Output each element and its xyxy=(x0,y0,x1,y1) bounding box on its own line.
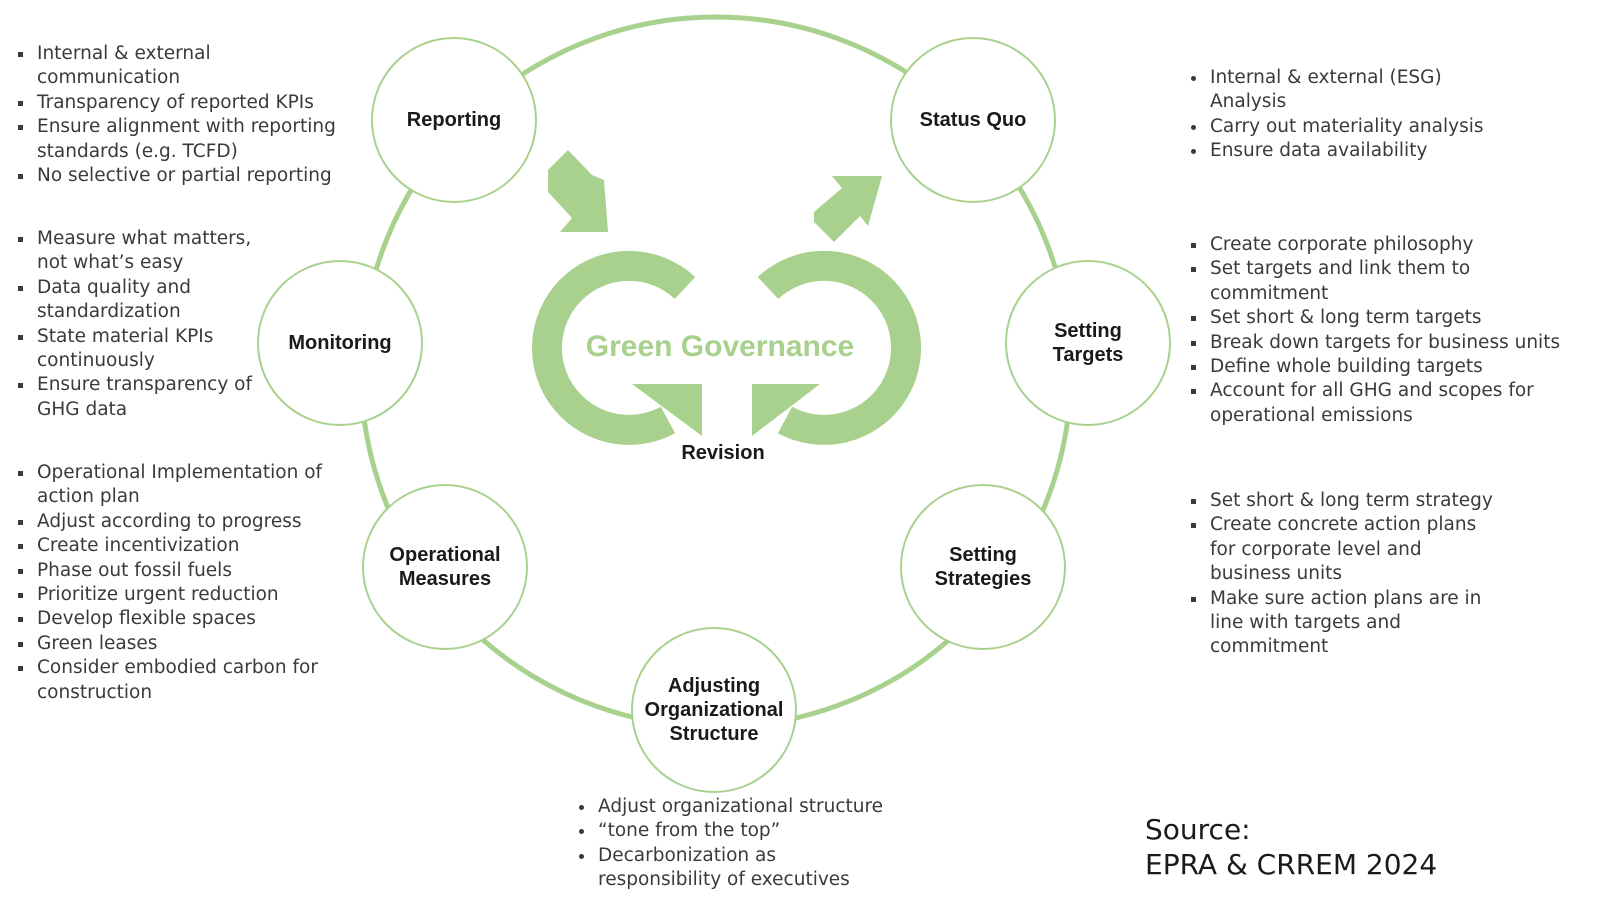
list-item: Ensure data availability xyxy=(1188,139,1568,163)
node-status-quo[interactable]: Status Quo xyxy=(890,37,1056,203)
list-item: Adjust organizational structure xyxy=(576,795,916,819)
list-reporting: Internal & external communication Transp… xyxy=(15,42,345,188)
revision-label: Revision xyxy=(681,442,765,464)
list-item: Adjust according to progress xyxy=(15,510,345,534)
node-setting-targets[interactable]: Setting Targets xyxy=(1005,260,1171,426)
arrow-up-right-icon xyxy=(814,176,882,242)
list-item: Operational Implementation of action pla… xyxy=(15,461,345,510)
list-item: Set short & long term strategy xyxy=(1188,489,1568,513)
list-item: Create concrete action plans for corpora… xyxy=(1188,513,1568,586)
list-item: Define whole building targets xyxy=(1188,355,1593,379)
list-operational-measures: Operational Implementation of action pla… xyxy=(15,461,345,705)
list-item: Account for all GHG and scopes for opera… xyxy=(1188,379,1593,428)
list-item: Green leases xyxy=(15,632,345,656)
list-item: No selective or partial reporting xyxy=(15,164,345,188)
list-item: State material KPIs continuously xyxy=(15,325,265,374)
list-item: “tone from the top” xyxy=(576,819,916,843)
list-item: Decarbonization as responsibility of exe… xyxy=(576,844,916,893)
list-item: Data quality and standardization xyxy=(15,276,265,325)
source-citation: EPRA & CRREM 2024 xyxy=(1145,848,1438,881)
recycle-right-icon xyxy=(752,250,921,445)
list-item: Ensure alignment with reporting standard… xyxy=(15,115,345,164)
source-label: Source: xyxy=(1145,813,1251,846)
list-item: Break down targets for business units xyxy=(1188,331,1593,355)
node-adjusting-structure[interactable]: Adjusting Organizational Structure xyxy=(631,627,797,793)
list-item: Carry out materiality analysis xyxy=(1188,115,1568,139)
list-item: Ensure transparency of GHG data xyxy=(15,373,265,422)
list-item: Phase out fossil fuels xyxy=(15,559,345,583)
list-item: Set short & long term targets xyxy=(1188,306,1593,330)
list-item: Set targets and link them to commitment xyxy=(1188,257,1593,306)
arrow-down-right-icon xyxy=(548,150,608,232)
node-monitoring[interactable]: Monitoring xyxy=(257,260,423,426)
center-title: Green Governance xyxy=(585,330,855,363)
recycle-left-icon xyxy=(532,250,702,445)
list-item: Transparency of reported KPIs xyxy=(15,91,345,115)
list-item: Develop flexible spaces xyxy=(15,607,345,631)
list-adjusting-structure: Adjust organizational structure “tone fr… xyxy=(576,795,916,893)
list-item: Measure what matters, not what’s easy xyxy=(15,227,265,276)
list-item: Internal & external communication xyxy=(15,42,345,91)
list-item: Prioritize urgent reduction xyxy=(15,583,345,607)
list-setting-targets: Create corporate philosophy Set targets … xyxy=(1188,233,1593,428)
node-reporting[interactable]: Reporting xyxy=(371,37,537,203)
list-monitoring: Measure what matters, not what’s easy Da… xyxy=(15,227,265,422)
list-setting-strategies: Set short & long term strategy Create co… xyxy=(1188,489,1568,660)
list-item: Make sure action plans are in line with … xyxy=(1188,587,1568,660)
node-setting-strategies[interactable]: Setting Strategies xyxy=(900,484,1066,650)
list-item: Internal & external (ESG) Analysis xyxy=(1188,66,1568,115)
list-item: Create corporate philosophy xyxy=(1188,233,1593,257)
node-operational-measures[interactable]: Operational Measures xyxy=(362,484,528,650)
list-item: Create incentivization xyxy=(15,534,345,558)
source-note: Source: EPRA & CRREM 2024 xyxy=(1145,812,1437,882)
list-status-quo: Internal & external (ESG) Analysis Carry… xyxy=(1188,66,1568,164)
list-item: Consider embodied carbon for constructio… xyxy=(15,656,345,705)
